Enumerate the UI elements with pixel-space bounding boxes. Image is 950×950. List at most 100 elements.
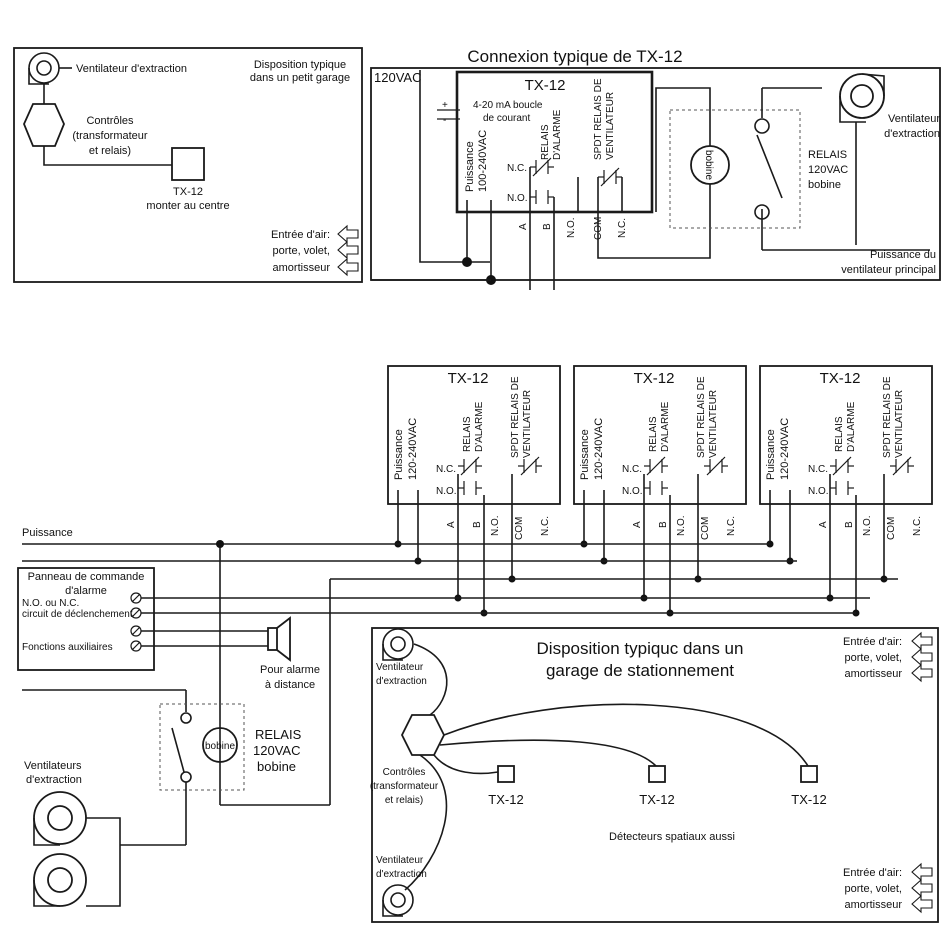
fan-bottom-line2: d'extraction xyxy=(376,869,427,880)
no-label: N.O. xyxy=(622,486,643,497)
fan-top-line2: d'extraction xyxy=(376,676,427,687)
fan-relay-label-line2: VENTILATEUR xyxy=(522,390,533,458)
alarm-relay-label-line1: RELAIS xyxy=(834,416,845,452)
panel-title-line1: Panneau de commande xyxy=(28,571,145,583)
layout-title-line1: Disposition typique xyxy=(254,59,346,71)
fan-relay-label-line1: SPDT RELAIS DE xyxy=(593,78,604,160)
typical-connection: Connexion typique de TX-12 120VAC TX-12 … xyxy=(370,47,941,290)
exhaust-fan-icon xyxy=(33,853,87,907)
relay-switch-arm xyxy=(171,727,185,773)
connection-frame xyxy=(370,67,941,281)
parking-title-line2: garage de stationnement xyxy=(546,661,734,680)
remote-alarm-line2: à distance xyxy=(265,679,315,691)
relay-label-line2: 120VAC xyxy=(253,743,300,758)
remote-alarm-line1: Pour alarme xyxy=(260,664,320,676)
parking-tx12-label: TX-12 xyxy=(791,792,826,807)
panel-terminal-icon xyxy=(130,640,142,652)
term-nc: N.C. xyxy=(617,218,628,238)
exhaust-fan-icon xyxy=(28,52,60,85)
air-top-line1: Entrée d'air: xyxy=(843,636,902,648)
term-no: N.O. xyxy=(566,217,577,238)
tx12-sensor-box xyxy=(800,765,818,783)
fan-top-line1: Ventilateur xyxy=(376,662,424,673)
relay-label-line3: bobine xyxy=(257,759,296,774)
term-com: COM xyxy=(514,517,525,540)
air-inlet-arrow-icon xyxy=(337,241,359,259)
parking-tx12-label: TX-12 xyxy=(488,792,523,807)
parking-garage-layout: Disposition typiquc dans un garage de st… xyxy=(370,627,939,923)
controls-line1: Contrôles xyxy=(86,115,134,127)
alarm-nc-contact-icon xyxy=(829,456,855,476)
power-label-line1: Puissance xyxy=(464,141,476,192)
loop-plus: + xyxy=(442,100,448,111)
no-label: N.O. xyxy=(507,193,528,204)
air-bot-line1: Entrée d'air: xyxy=(843,867,902,879)
nc-label: N.C. xyxy=(507,163,527,174)
air-inlet-arrow-icon xyxy=(337,225,359,243)
fan-label: Ventilateur d'extraction xyxy=(76,63,187,75)
parking-controls-line1: Contrôles xyxy=(383,767,426,778)
term-no: N.O. xyxy=(676,515,687,536)
term-a: A xyxy=(818,521,829,528)
fan-relay-label-line2: VENTILATEUR xyxy=(894,390,905,458)
term-nc: N.C. xyxy=(540,516,551,536)
fan-relay-label-line1: SPDT RELAIS DE xyxy=(510,376,521,458)
nc-label: N.C. xyxy=(436,464,456,475)
no-label: N.O. xyxy=(808,486,829,497)
air-top-line3: amortisseur xyxy=(845,668,903,680)
small-garage-layout: Ventilateur d'extraction Disposition typ… xyxy=(13,47,363,283)
term-no: N.O. xyxy=(490,515,501,536)
alarm-no-contact-icon xyxy=(643,480,669,496)
connection-title: Connexion typique de TX-12 xyxy=(467,47,682,66)
exhaust-fan-icon xyxy=(382,628,414,661)
alarm-no-contact-icon xyxy=(829,480,855,496)
air-inlet-arrow-icon xyxy=(911,863,933,881)
air-inlet-arrow-icon xyxy=(911,879,933,897)
term-b: B xyxy=(658,521,669,528)
alarm-relay-label-line2: D'ALARME xyxy=(660,401,671,452)
nc-label: N.C. xyxy=(622,464,642,475)
air-top-line2: porte, volet, xyxy=(845,652,902,664)
controls-hexagon-icon xyxy=(23,103,65,147)
air-inlet-arrow-icon xyxy=(911,632,933,650)
loop-minus: - xyxy=(443,115,446,126)
panel-terminal-icon xyxy=(130,625,142,637)
power-label-line2: 100-240VAC xyxy=(477,130,489,192)
fan-bottom-line1: Ventilateur xyxy=(376,855,424,866)
alarm-nc-contact-icon xyxy=(643,456,669,476)
alarm-nc-contact-icon xyxy=(457,456,483,476)
vac-label: 120VAC xyxy=(374,70,421,85)
air-inlet-line3: amortisseur xyxy=(273,262,331,274)
term-no: N.O. xyxy=(862,515,873,536)
term-a: A xyxy=(518,223,529,230)
air-inlet-arrow-icon xyxy=(911,648,933,666)
alarm-control-panel xyxy=(17,567,155,671)
power-label-line1: Puissance xyxy=(393,429,405,480)
fans-label-line1: Ventilateurs xyxy=(24,760,82,772)
term-b: B xyxy=(542,223,553,230)
term-b: B xyxy=(472,521,483,528)
parking-controls-line3: et relais) xyxy=(385,795,423,806)
nc-label: N.C. xyxy=(808,464,828,475)
term-com: COM xyxy=(886,517,897,540)
power-label-line1: Puissance xyxy=(765,429,777,480)
term-a: A xyxy=(446,521,457,528)
loop-label-line1: 4-20 mA boucle xyxy=(473,100,543,111)
relay-switch-arm xyxy=(756,134,783,199)
fan-relay-label-line2: VENTILATEUR xyxy=(605,92,616,160)
alarm-relay-label-line2: D'ALARME xyxy=(474,401,485,452)
alarm-relay-label-line1: RELAIS xyxy=(648,416,659,452)
alarm-relay-label-line2: D'ALARME xyxy=(846,401,857,452)
fan-relay-contact-icon xyxy=(889,456,915,476)
air-inlet-line2: porte, volet, xyxy=(273,245,330,257)
air-inlet-line1: Entrée d'air: xyxy=(271,229,330,241)
controls-line3: et relais) xyxy=(89,145,131,157)
relay-coil-icon xyxy=(202,727,238,763)
panel-trigger-line2: circuit de déclenchement xyxy=(22,609,133,620)
term-com: COM xyxy=(700,517,711,540)
panel-title-line2: d'alarme xyxy=(65,585,107,597)
controls-hexagon-icon xyxy=(400,714,446,756)
parking-controls-line2: (transformateur xyxy=(370,781,439,792)
relay-contact-top xyxy=(754,118,770,134)
alarm-no-contact-icon xyxy=(457,480,483,496)
